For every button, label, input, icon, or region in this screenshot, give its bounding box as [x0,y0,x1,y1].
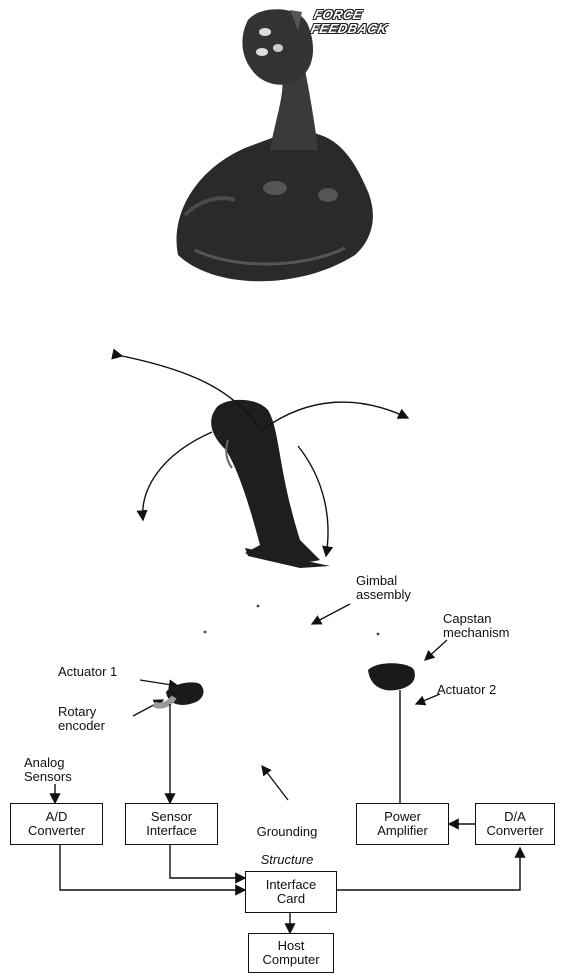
actuator-2-shape [368,663,415,690]
logo-line-1: FORCE [313,8,396,22]
interface-card-block: Interface Card [245,871,337,913]
scan-dots [204,605,380,636]
label-capstan-mechanism: Capstan mechanism [443,612,509,640]
sensor-interface-block: Sensor Interface [125,803,218,845]
interface-card-label: Interface Card [266,878,317,906]
grounding-line-1: Grounding [257,824,318,839]
host-computer-label: Host Computer [262,939,319,967]
label-analog-sensors: Analog Sensors [24,756,72,784]
actuator-1-shape [154,682,203,705]
ad-converter-label: A/D Converter [28,810,85,838]
power-amplifier-block: Power Amplifier [356,803,449,845]
grounding-line-2: Structure [261,852,314,867]
joystick-handle [211,400,330,568]
label-actuator-2: Actuator 2 [437,683,496,697]
label-actuator-1: Actuator 1 [58,665,117,679]
joystick-photo [177,9,373,281]
logo-line-2: FEEDBACK [310,22,393,36]
da-converter-block: D/A Converter [475,803,555,845]
host-computer-block: Host Computer [248,933,334,973]
ad-converter-block: A/D Converter [10,803,103,845]
label-grounding-structure: Grounding Structure [244,811,330,867]
power-amplifier-label: Power Amplifier [377,810,428,838]
label-rotary-encoder: Rotary encoder [58,705,105,733]
sensor-interface-label: Sensor Interface [146,810,197,838]
force-feedback-logo: FORCE FEEDBACK [308,8,395,42]
da-converter-label: D/A Converter [486,810,543,838]
label-gimbal-assembly: Gimbal assembly [356,574,411,602]
